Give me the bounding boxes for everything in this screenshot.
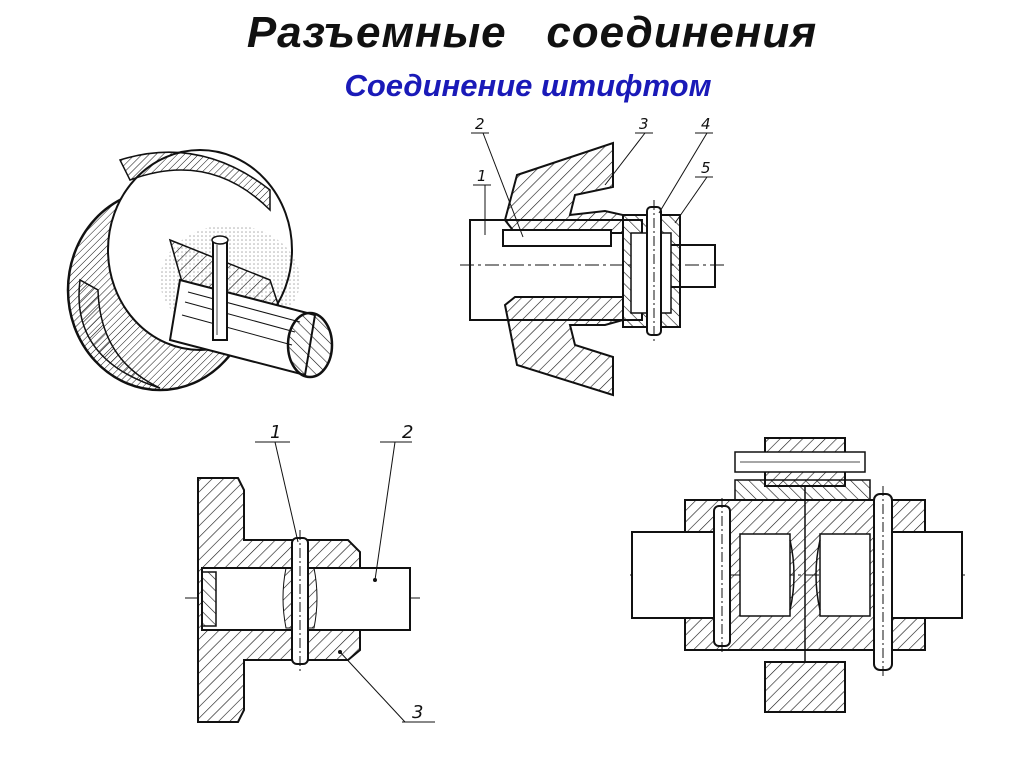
- coupling-pin-section-drawing: [630, 437, 965, 713]
- callout-label-3: 3: [412, 702, 423, 723]
- callout-label-3: 3: [639, 115, 649, 133]
- callout-label-2: 2: [402, 422, 413, 443]
- isometric-pin-joint-illustration: [66, 149, 334, 392]
- gear-shaft-section-drawing: 1 2 3 4 5: [460, 115, 725, 397]
- page-subtitle: Соединение штифтом: [344, 68, 712, 103]
- callout-label-1: 1: [270, 422, 281, 443]
- callout-label-5: 5: [701, 159, 711, 177]
- flange-pin-section-drawing: 1 2 3: [185, 422, 435, 723]
- callout-label-2: 2: [475, 115, 485, 133]
- page-title: Разъемные соединения: [246, 8, 818, 57]
- callout-label-1: 1: [477, 167, 487, 185]
- callout-label-4: 4: [701, 115, 711, 133]
